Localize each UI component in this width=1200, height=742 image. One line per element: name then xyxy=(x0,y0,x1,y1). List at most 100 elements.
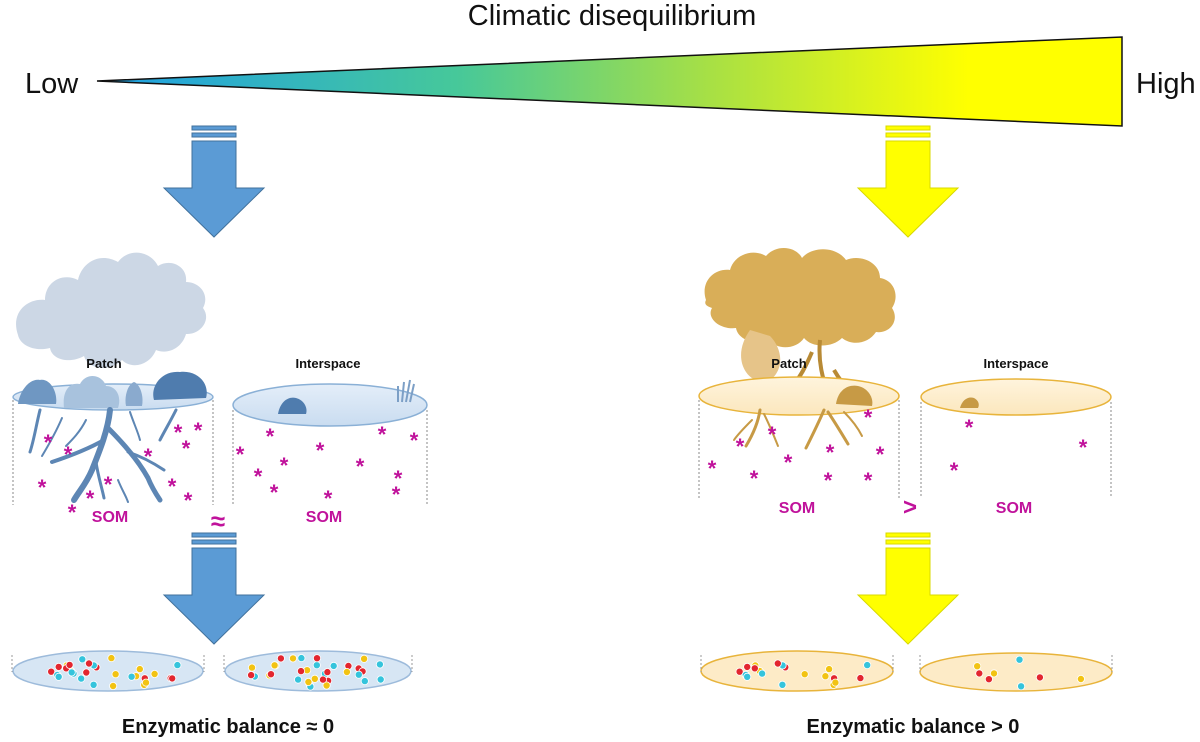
left-balance-label: Enzymatic balance ≈ 0 xyxy=(122,716,334,738)
svg-text:*: * xyxy=(394,466,403,491)
svg-text:*: * xyxy=(64,442,73,467)
enzyme-bead xyxy=(360,654,369,663)
enzyme-bead xyxy=(77,674,86,683)
right-tree-canopy xyxy=(704,247,896,348)
enzyme-bead xyxy=(821,672,830,681)
left-roots xyxy=(28,407,178,503)
enzyme-bead xyxy=(276,654,285,663)
svg-text:*: * xyxy=(280,453,289,478)
right-patch-label: Patch xyxy=(771,356,806,371)
enzyme-bead xyxy=(54,672,63,681)
enzyme-bead xyxy=(354,670,363,679)
right-interspace-disc xyxy=(920,378,1112,416)
enzyme-bead xyxy=(89,680,98,689)
svg-text:*: * xyxy=(324,486,333,511)
enzyme-bead xyxy=(247,671,256,680)
enzyme-bead xyxy=(82,668,91,677)
climatic-title: Climatic disequilibrium xyxy=(468,0,756,32)
enzyme-bead xyxy=(173,661,182,670)
left-panel: Patch Interspace ** ** ** ** ** ** ** **… xyxy=(11,252,428,738)
enzyme-bead xyxy=(141,678,150,687)
right-patch-dish xyxy=(700,650,894,692)
right-interspace-grass xyxy=(960,397,979,408)
enzyme-bead xyxy=(109,682,118,691)
left-patch-label: Patch xyxy=(86,356,121,371)
enzyme-bead xyxy=(863,661,872,670)
enzyme-bead xyxy=(297,654,306,663)
enzyme-bead xyxy=(743,672,752,681)
svg-text:*: * xyxy=(950,458,959,483)
svg-text:*: * xyxy=(708,456,717,481)
enzyme-bead xyxy=(376,675,385,684)
enzyme-bead xyxy=(270,661,279,670)
enzyme-bead xyxy=(825,665,834,674)
svg-text:*: * xyxy=(194,418,203,443)
svg-text:*: * xyxy=(168,474,177,499)
right-patch-shrub xyxy=(836,385,873,406)
right-som-patch: SOM xyxy=(779,500,815,517)
left-enzyme-beads xyxy=(47,654,385,691)
enzyme-bead xyxy=(758,669,767,678)
svg-text:*: * xyxy=(750,466,759,491)
enzyme-bead xyxy=(1017,682,1026,691)
enzyme-bead xyxy=(973,662,982,671)
enzyme-bead xyxy=(322,681,331,690)
left-som-patch: SOM xyxy=(92,509,128,526)
svg-text:*: * xyxy=(38,475,47,500)
enzyme-bead xyxy=(127,672,136,681)
right-relation-symbol: > xyxy=(903,494,917,521)
right-som-stars: ** ** ** ** ** ** * xyxy=(708,405,1088,493)
arrow-top-right xyxy=(856,125,960,238)
enzyme-bead xyxy=(65,660,74,669)
svg-text:*: * xyxy=(266,424,275,449)
enzyme-bead xyxy=(107,654,116,663)
svg-text:*: * xyxy=(824,468,833,493)
right-balance-label: Enzymatic balance > 0 xyxy=(807,716,1020,738)
enzyme-bead xyxy=(296,667,305,676)
enzyme-bead xyxy=(111,670,120,679)
enzyme-bead xyxy=(312,654,321,663)
enzyme-bead xyxy=(47,667,56,676)
svg-text:*: * xyxy=(864,405,873,430)
enzyme-bead xyxy=(735,667,744,676)
enzyme-bead xyxy=(288,654,297,663)
enzyme-bead xyxy=(984,675,993,684)
enzyme-bead xyxy=(375,660,384,669)
enzyme-bead xyxy=(743,662,752,671)
right-panel: Patch Interspace ** ** ** ** ** ** * SOM… xyxy=(698,247,1113,738)
arrow-bottom-right xyxy=(856,532,960,645)
svg-text:*: * xyxy=(254,464,263,489)
enzyme-bead xyxy=(168,674,177,683)
svg-text:*: * xyxy=(86,486,95,511)
svg-text:*: * xyxy=(236,442,245,467)
enzyme-bead xyxy=(831,678,840,687)
svg-text:*: * xyxy=(864,468,873,493)
svg-text:*: * xyxy=(174,420,183,445)
enzyme-bead xyxy=(312,661,321,670)
svg-text:*: * xyxy=(378,422,387,447)
svg-text:*: * xyxy=(44,430,53,455)
svg-text:*: * xyxy=(104,472,113,497)
svg-text:*: * xyxy=(965,415,974,440)
svg-text:*: * xyxy=(392,482,401,507)
enzyme-bead xyxy=(773,659,782,668)
enzyme-bead xyxy=(247,663,256,672)
enzyme-bead xyxy=(304,678,313,687)
svg-text:*: * xyxy=(1079,435,1088,460)
enzyme-bead xyxy=(360,677,369,686)
svg-text:*: * xyxy=(68,500,77,525)
enzyme-bead xyxy=(1015,655,1024,664)
svg-text:*: * xyxy=(184,488,193,513)
enzyme-bead xyxy=(778,680,787,689)
svg-text:*: * xyxy=(826,440,835,465)
svg-text:*: * xyxy=(410,428,419,453)
left-som-stars: ** ** ** ** ** ** ** ** ** ** ** ** xyxy=(38,418,419,525)
left-interspace-grass xyxy=(278,397,307,414)
left-relation-symbol: ≈ xyxy=(211,506,225,536)
right-roots xyxy=(733,408,863,450)
right-enzyme-beads xyxy=(735,655,1085,691)
enzyme-bead xyxy=(329,661,338,670)
low-label: Low xyxy=(25,68,79,100)
